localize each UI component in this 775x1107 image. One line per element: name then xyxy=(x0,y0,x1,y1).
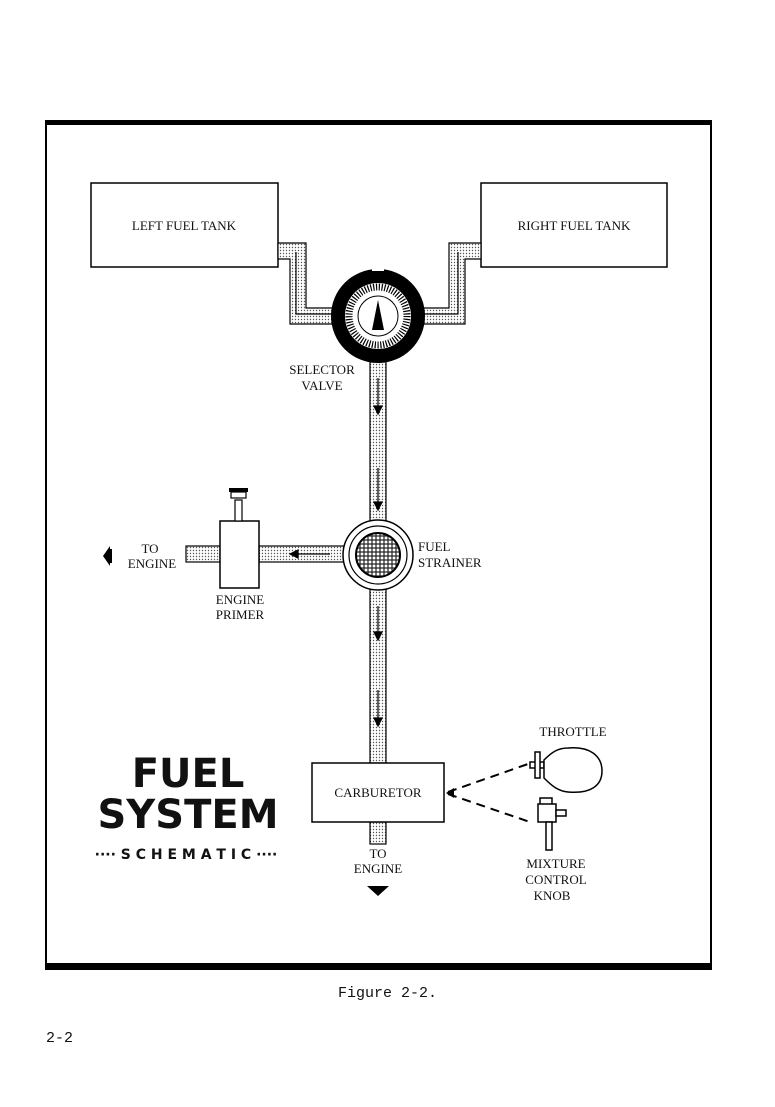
engine-primer xyxy=(220,488,259,588)
selector-valve-label-line2: VALVE xyxy=(301,378,342,393)
figure-caption: Figure 2-2. xyxy=(0,985,775,1002)
mixture-control-label-line2: CONTROL xyxy=(525,872,586,887)
to-engine-left-label-line2: ENGINE xyxy=(128,556,176,571)
linkage-arrowhead xyxy=(446,788,454,798)
to-engine-bottom-label-line1: TO xyxy=(369,846,386,861)
mixture-control-knob xyxy=(538,798,566,850)
right-fuel-tank-label: RIGHT FUEL TANK xyxy=(518,218,631,233)
mixture-control-label-line3: KNOB xyxy=(534,888,571,903)
carburetor-label: CARBURETOR xyxy=(334,785,421,800)
diagram-title: FUEL SYSTEM ···· S C H E M A T I C ···· xyxy=(95,751,279,863)
throttle-label: THROTTLE xyxy=(539,724,606,739)
left-fuel-tank-label: LEFT FUEL TANK xyxy=(132,218,237,233)
selector-valve xyxy=(331,266,425,363)
fuel-strainer xyxy=(343,520,413,590)
carburetor-to-engine-line xyxy=(370,822,386,844)
fuel-strainer-label-line2: STRAINER xyxy=(418,555,482,570)
to-engine-left-arrow-tail xyxy=(108,549,112,563)
selector-valve-label-line1: SELECTOR xyxy=(289,362,355,377)
carburetor: CARBURETOR xyxy=(312,763,444,822)
to-engine-bottom-label-line2: ENGINE xyxy=(354,861,402,876)
fuel-strainer-label-line1: FUEL xyxy=(418,539,451,554)
throttle-knob xyxy=(530,748,602,793)
engine-primer-label-line1: ENGINE xyxy=(216,592,264,607)
right-fuel-tank: RIGHT FUEL TANK xyxy=(481,183,667,267)
engine-primer-label-line2: PRIMER xyxy=(216,607,265,622)
to-engine-left-label-line1: TO xyxy=(141,541,158,556)
primer-to-engine-line xyxy=(186,546,220,562)
title-line-schematic: ···· S C H E M A T I C ···· xyxy=(95,847,278,863)
to-engine-bottom-arrow xyxy=(367,886,389,896)
left-fuel-tank: LEFT FUEL TANK xyxy=(91,183,278,267)
control-linkages xyxy=(448,764,530,822)
title-line-system: SYSTEM xyxy=(98,792,279,838)
title-line-fuel: FUEL xyxy=(132,751,245,797)
mixture-control-label-line1: MIXTURE xyxy=(526,856,585,871)
page-number: 2-2 xyxy=(46,1030,73,1047)
